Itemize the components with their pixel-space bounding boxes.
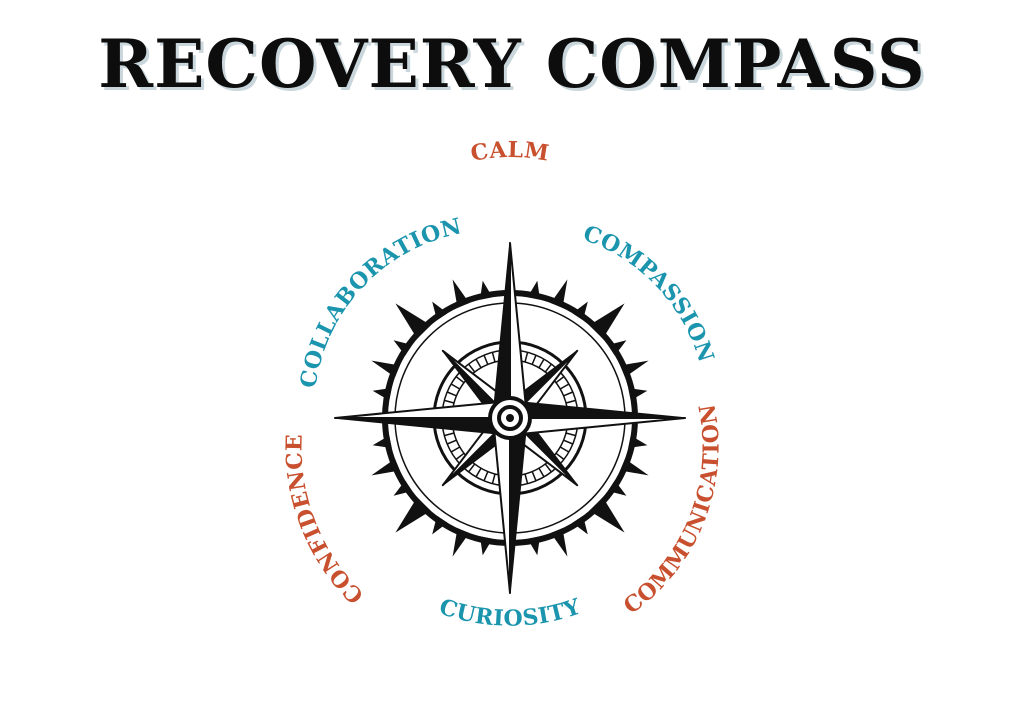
value-label-calm: CALM [469,137,551,167]
value-label-compassion: COMPASSION [580,220,720,365]
value-label-confidence: CONFIDENCE [281,434,369,609]
compass-rose-icon [334,242,686,594]
page-title: RECOVERY COMPASS [98,25,926,103]
value-label-curiosity: CURIOSITY [436,594,584,632]
